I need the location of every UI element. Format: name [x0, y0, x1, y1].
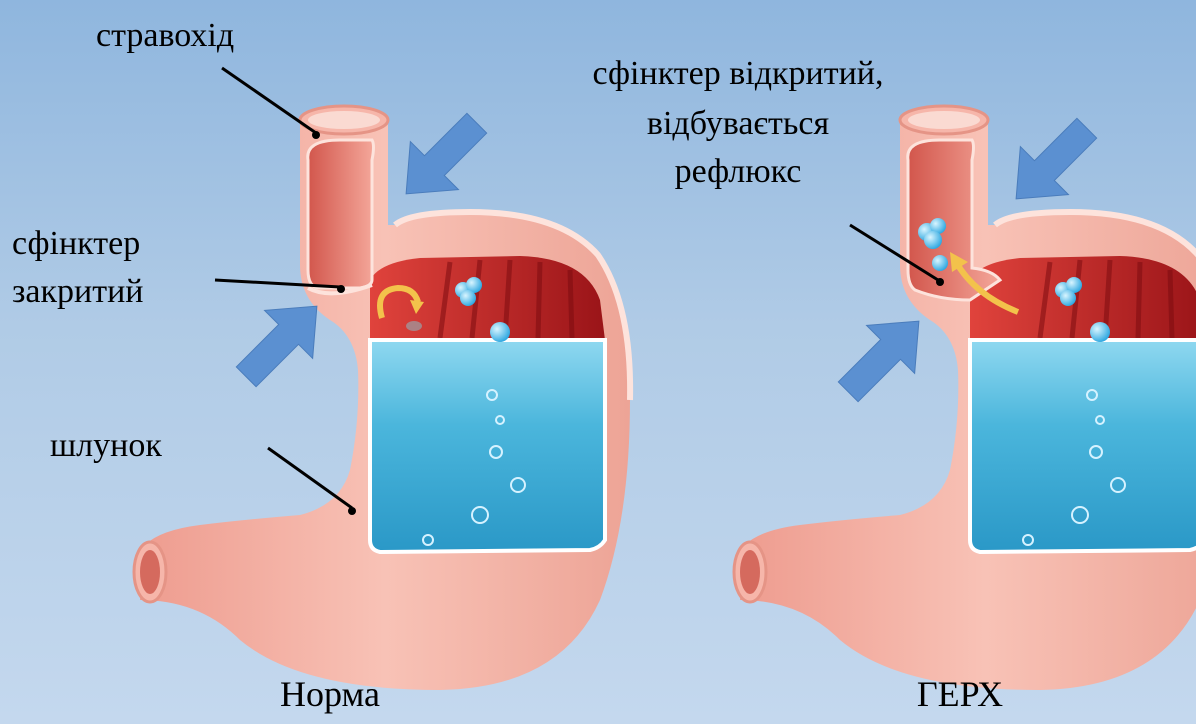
sphincter-open-label-line3: рефлюкс	[548, 150, 928, 194]
esophagus-lumen	[308, 140, 374, 288]
sphincter-open-label-line1: сфінктер відкритий,	[548, 52, 928, 96]
caption-gerd: ГЕРХ	[860, 672, 1060, 716]
sphincter-closed-label-line1: сфінктер	[12, 222, 140, 266]
esophagus-label: стравохід	[96, 14, 234, 58]
stomach-label: шлунок	[50, 424, 162, 468]
pressure-arrow-top-right	[992, 104, 1111, 223]
pressure-arrow-top-left	[382, 99, 501, 218]
sphincter-closed-label-line2: закритий	[12, 270, 143, 314]
caption-normal: Норма	[230, 672, 430, 716]
sphincter-open-label-line2: відбувається	[548, 102, 928, 146]
